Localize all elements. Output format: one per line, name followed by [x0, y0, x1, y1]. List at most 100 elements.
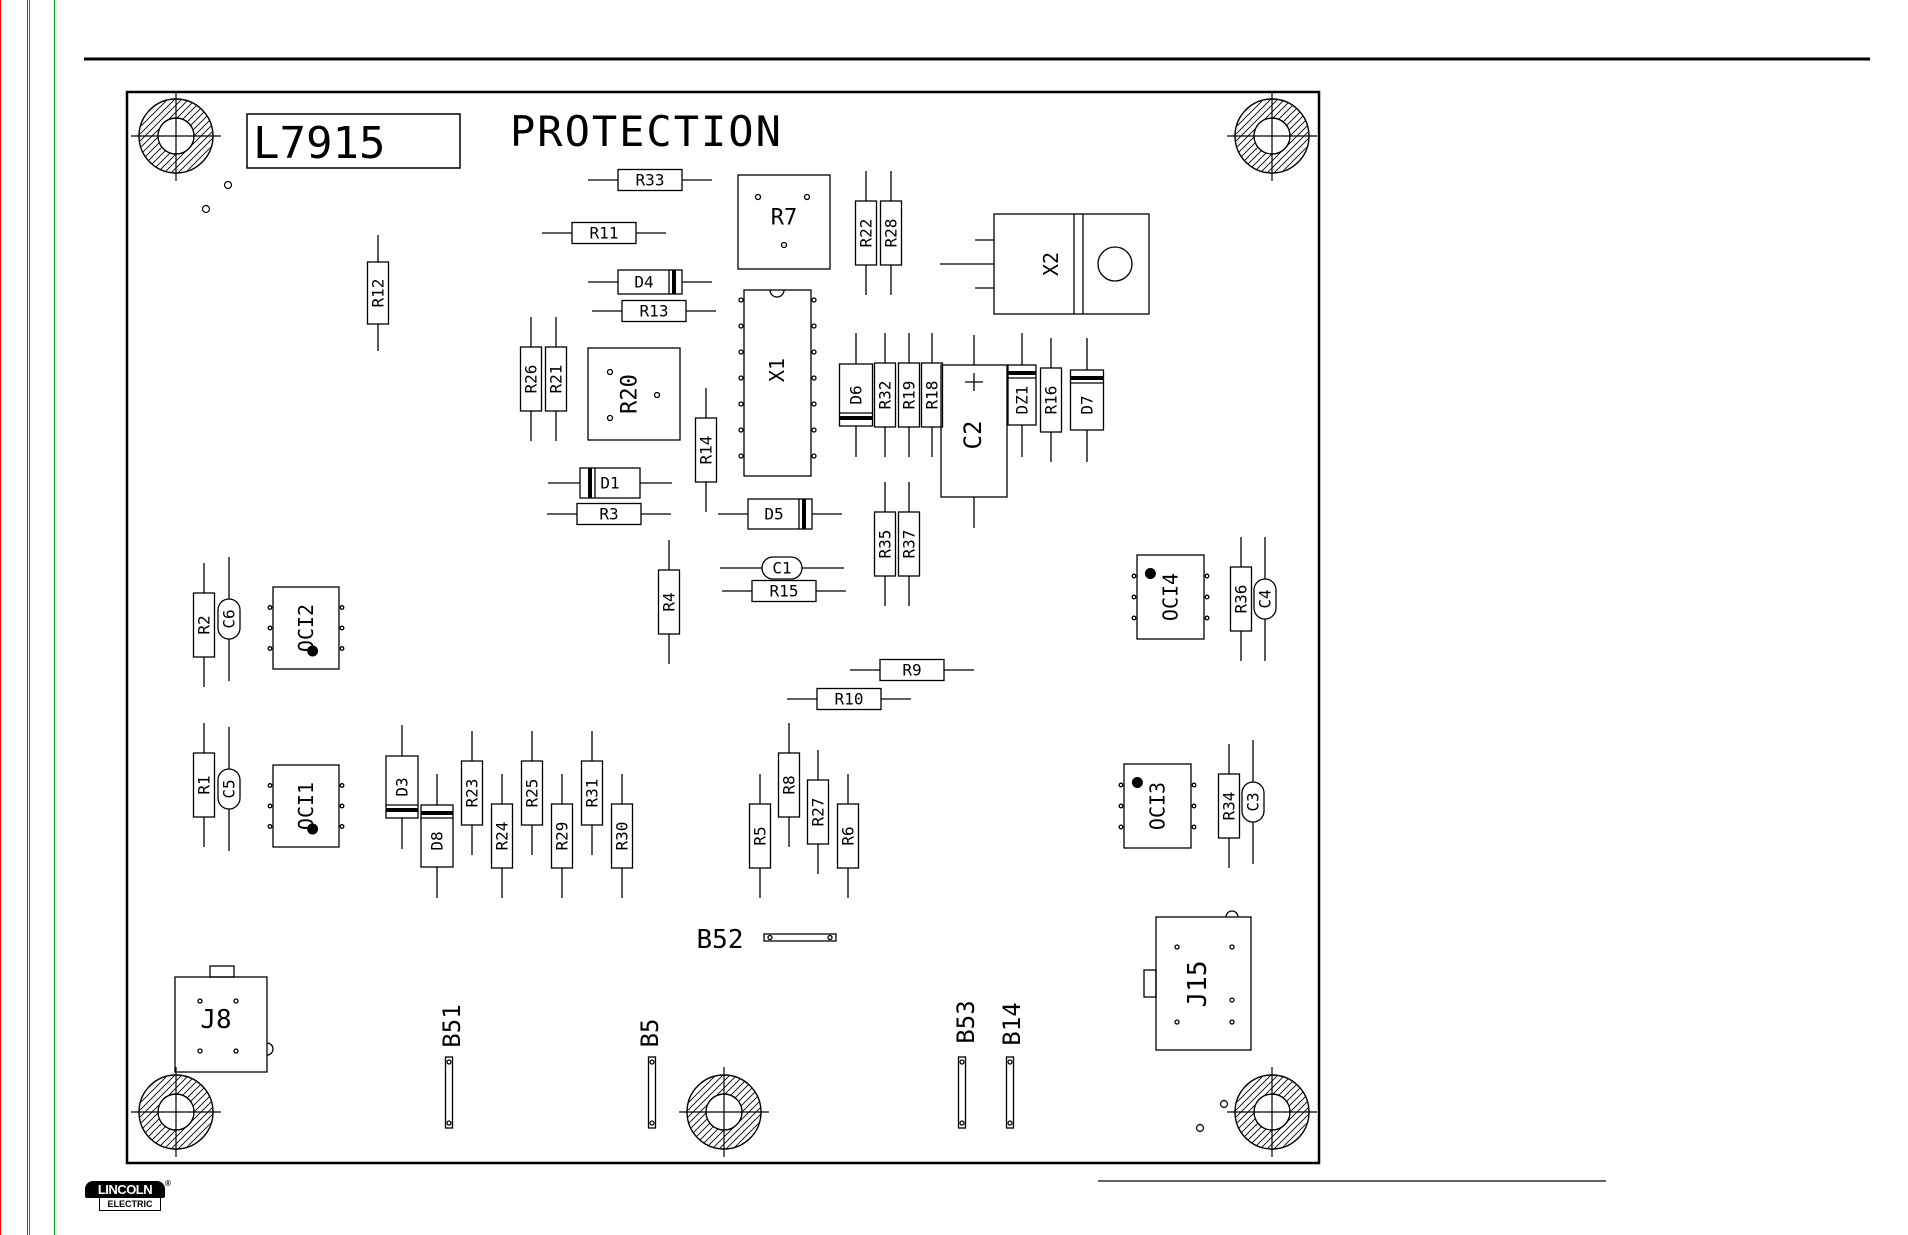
- component-label-r12: R12: [369, 279, 388, 308]
- resistor-r18: R18: [922, 333, 943, 457]
- component-label-r34: R34: [1220, 792, 1239, 821]
- component-label-r37: R37: [900, 530, 919, 559]
- optocoupler-oci1: OCI1: [268, 765, 344, 847]
- resistor-r31: R31: [582, 731, 603, 855]
- ic-x1: X1: [739, 290, 816, 476]
- component-label-r8: R8: [780, 775, 799, 794]
- component-label-r28: R28: [882, 219, 901, 248]
- component-label-d8: D8: [428, 831, 447, 850]
- resistor-r9: R9: [850, 660, 974, 681]
- component-label-r3: R3: [599, 505, 618, 524]
- component-label-r31: R31: [583, 779, 602, 808]
- resistor-r21: R21: [546, 317, 567, 441]
- resistor-r1: R1: [194, 723, 215, 847]
- diode-d1: D1: [548, 468, 672, 498]
- component-label-x2: X2: [1039, 252, 1063, 276]
- lincoln-electric-logo: LINCOLN ELECTRIC ®: [85, 1181, 171, 1211]
- component-label-r4: R4: [660, 592, 679, 611]
- resistor-r24: R24: [492, 774, 513, 898]
- component-label-d1: D1: [600, 474, 619, 493]
- component-label-r26: R26: [522, 365, 541, 394]
- component-label-r30: R30: [613, 822, 632, 851]
- logo-bottom-text: ELECTRIC: [99, 1197, 161, 1211]
- title-block: L7915 PROTECTION: [247, 107, 783, 169]
- component-label-r29: R29: [553, 822, 572, 851]
- component-label-b5: B5: [636, 1019, 664, 1048]
- pin1-marker: [1145, 568, 1156, 579]
- resistor-r37: R37: [899, 482, 920, 606]
- diode-d3: D3: [386, 725, 418, 849]
- diode-d6: D6: [840, 333, 873, 457]
- component-label-j8: J8: [200, 1005, 231, 1035]
- resistor-r8: R8: [779, 723, 800, 847]
- diode-dz1: DZ1: [1008, 333, 1036, 457]
- component-label-r18: R18: [923, 381, 942, 410]
- resistor-r27: R27: [808, 750, 829, 874]
- component-label-oci1: OCI1: [294, 782, 318, 830]
- component-label-d5: D5: [764, 505, 783, 524]
- component-label-dz1: DZ1: [1013, 386, 1032, 415]
- component-label-r21: R21: [547, 365, 566, 394]
- resistor-r16: R16: [1041, 338, 1062, 462]
- mounting-hole-3: [56, 1067, 290, 1157]
- component-label-r7: R7: [771, 206, 798, 231]
- resistor-r34: R34: [1219, 744, 1240, 868]
- diode-d4: D4: [588, 270, 712, 294]
- resistor-r36: R36: [1231, 537, 1252, 661]
- optocoupler-oci2: OCI2: [268, 587, 344, 669]
- diode-d5: D5: [718, 499, 842, 529]
- diode-d7: D7: [1071, 338, 1104, 462]
- component-label-d7: D7: [1078, 395, 1097, 414]
- resistor-r13: R13: [592, 301, 716, 322]
- jumper-b14: B14: [998, 1002, 1026, 1128]
- board-title: PROTECTION: [510, 107, 783, 156]
- capacitor-c5: C5: [218, 727, 240, 851]
- jumper-b5: B5: [636, 1019, 664, 1128]
- resistor-r19: R19: [899, 333, 920, 457]
- electrolytic-capacitor-c2: C2: [941, 335, 1007, 528]
- resistor-r5: R5: [750, 774, 771, 898]
- logo-registered-mark: ®: [165, 1179, 171, 1188]
- component-label-c3: C3: [1244, 792, 1263, 811]
- component-label-c5: C5: [220, 779, 239, 798]
- component-label-b14: B14: [998, 1002, 1026, 1045]
- component-label-d4: D4: [634, 273, 653, 292]
- component-label-r23: R23: [463, 779, 482, 808]
- fiducial-3: [1221, 1101, 1228, 1108]
- resistor-r6: R6: [838, 774, 859, 898]
- component-label-r22: R22: [857, 219, 876, 248]
- component-label-b53: B53: [952, 1000, 980, 1043]
- resistor-r35: R35: [875, 482, 896, 606]
- component-label-r32: R32: [876, 381, 895, 410]
- mounting-hole-5: [1152, 1067, 1386, 1157]
- component-label-r16: R16: [1042, 386, 1061, 415]
- resistor-r3: R3: [547, 504, 671, 525]
- capacitor-c3: C3: [1242, 740, 1264, 864]
- mounting-hole-4: [604, 1067, 838, 1157]
- component-label-oci2: OCI2: [294, 604, 318, 652]
- component-label-d6: D6: [847, 385, 866, 404]
- logo-top-text: LINCOLN: [85, 1181, 165, 1198]
- trimmer-r20: R20: [588, 348, 680, 440]
- resistor-r26: R26: [521, 317, 542, 441]
- component-label-r13: R13: [640, 302, 669, 321]
- component-label-r9: R9: [902, 661, 921, 680]
- component-label-r5: R5: [751, 826, 770, 845]
- component-label-r33: R33: [636, 171, 665, 190]
- part-number: L7915: [253, 118, 385, 169]
- component-label-r25: R25: [523, 779, 542, 808]
- resistor-r10: R10: [787, 689, 911, 710]
- component-label-r24: R24: [493, 822, 512, 851]
- component-label-b51: B51: [438, 1004, 466, 1047]
- component-label-r36: R36: [1232, 585, 1251, 614]
- resistor-r25: R25: [522, 731, 543, 855]
- capacitor-c4: C4: [1254, 537, 1276, 661]
- component-label-j15: J15: [1183, 961, 1213, 1008]
- optocoupler-oci3: OCI3: [1119, 764, 1196, 848]
- component-label-d3: D3: [393, 777, 412, 796]
- component-label-r11: R11: [590, 224, 619, 243]
- resistor-r4: R4: [659, 540, 680, 664]
- resistor-r12: R12: [368, 235, 389, 351]
